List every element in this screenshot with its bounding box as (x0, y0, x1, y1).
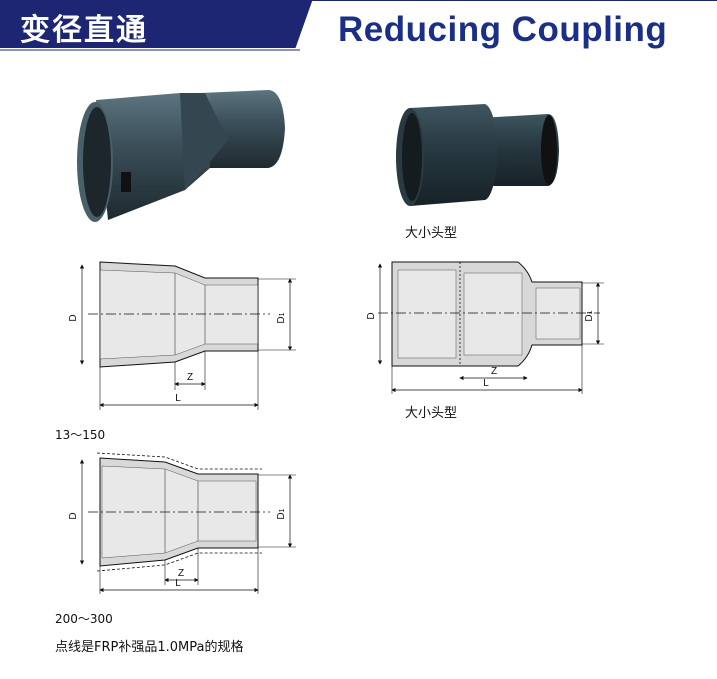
photo-caption-big-small-head: 大小头型 (405, 226, 458, 241)
page-title-english: Reducing Coupling (338, 10, 668, 49)
drawing-caption-big-small-head: 大小头型 (405, 406, 458, 421)
dim-l-label-3: L (175, 578, 181, 589)
drawing-reducing-coupling (79, 261, 296, 410)
dim-z-label-1: Z (187, 372, 193, 383)
header-band (0, 0, 717, 51)
size-range-small: 13～150 (55, 428, 106, 442)
page-title-chinese: 变径直通 (20, 13, 148, 48)
dim-d-label-1: D (68, 314, 79, 321)
photo-reducing-coupling (77, 90, 285, 222)
dim-z-label-2: Z (491, 366, 497, 377)
frp-note: 点线是FRP补强品1.0MPa的规格 (55, 640, 244, 655)
dim-l-label-2: L (483, 378, 489, 389)
dim-d-label-3: D (68, 512, 79, 519)
dim-d1-label-1: D1 (276, 312, 287, 323)
dim-d1-label-2: D1 (584, 310, 595, 321)
drawing-big-small-head (377, 261, 604, 394)
dim-l-label-1: L (175, 393, 181, 404)
dim-d1-label-3: D1 (276, 508, 287, 519)
dim-d-label-2: D (366, 312, 377, 319)
dim-z-label-3: Z (178, 568, 184, 579)
marking-label (121, 172, 131, 192)
photo-big-small-head (396, 104, 559, 206)
drawing-reducing-coupling-large (79, 452, 296, 594)
size-range-large: 200～300 (55, 612, 113, 626)
